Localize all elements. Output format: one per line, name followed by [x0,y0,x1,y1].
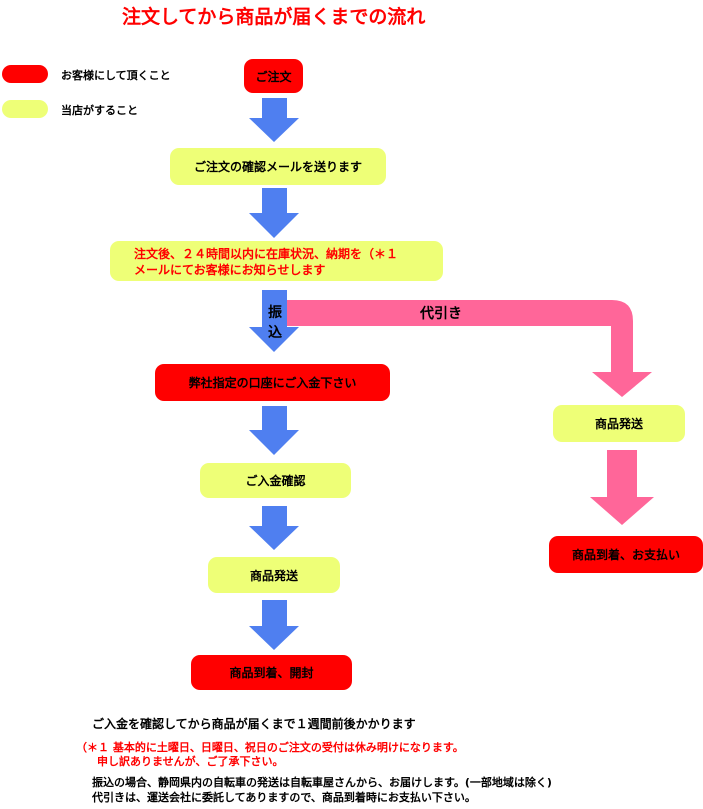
step-arrive-transfer: 商品到着、開封 [191,655,352,690]
arrow-pink-branch [287,300,652,397]
arrow-blue-5 [249,506,299,550]
legend-label-customer: お客様にして頂くこと [61,69,171,82]
step-ship-transfer: 商品発送 [208,557,340,593]
footer-note-line1: （＊１ 基本的に土曜日、日曜日、祝日のご注文の受付は休み明けになります。 [76,741,464,754]
step-ship-cod: 商品発送 [553,405,685,442]
step-arrive-cod: 商品到着、お支払い [549,536,703,573]
footer-info-line2: 代引きは、運送会社に委託してありますので、商品到着時にお支払い下さい。 [92,791,476,804]
step-confirm-mail: ご注文の確認メールを送ります [170,148,386,185]
legend-label-shop: 当店がすること [61,104,138,117]
stock-notice-line2: メールにてお客様にお知らせします [134,263,326,277]
branch-label-transfer: 振込 [268,305,282,341]
step-payment-confirm: ご入金確認 [200,463,351,498]
arrow-blue-6 [249,600,299,650]
legend-swatch-shop [2,100,48,118]
arrow-blue-2 [249,188,299,238]
arrow-blue-4 [249,406,299,455]
branch-label-cod: 代引き [420,306,462,322]
footer-note-line2: 申し訳ありませんが、ご了承下さい。 [97,755,284,768]
footer-main: ご入金を確認してから商品が届くまで１週間前後かかります [92,717,416,731]
stock-notice-line1: 注文後、２４時間以内に在庫状況、納期を（＊１ [134,247,399,261]
arrow-blue-3 [249,290,299,352]
step-order: ご注文 [244,59,303,93]
step-stock-notice: 注文後、２４時間以内に在庫状況、納期を（＊１ メールにてお客様にお知らせします [110,241,443,281]
footer-info-line1: 振込の場合、静岡県内の自転車の発送は自転車屋さんから、お届けします。(一部地域は… [92,776,552,789]
arrow-blue-1 [249,98,299,142]
arrow-pink-2 [590,450,654,525]
step-transfer-payment: 弊社指定の口座にご入金下さい [155,364,390,401]
page-title: 注文してから商品が届くまでの流れ [122,6,426,28]
legend-swatch-customer [2,65,48,83]
